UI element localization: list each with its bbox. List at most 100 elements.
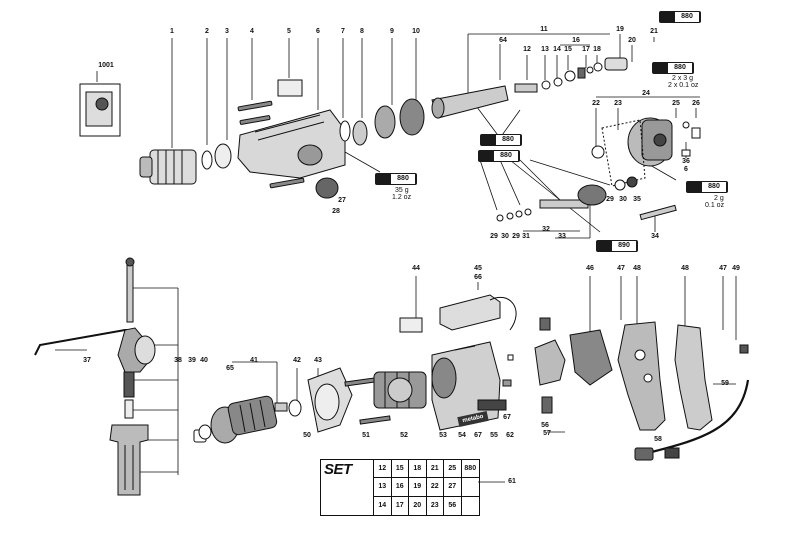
callout-33: 33 <box>558 233 566 240</box>
callout-9: 9 <box>390 28 394 35</box>
callout-37: 37 <box>83 357 91 364</box>
grease-note-2x01oz: 2 x 0.1 oz <box>668 82 699 89</box>
callout-23: 23 <box>614 100 622 107</box>
grease-note-35g: 35 g <box>395 187 409 194</box>
grease-tube-880-b: 880 <box>652 62 694 74</box>
callout-11: 11 <box>540 26 548 33</box>
set-cell: 23 <box>427 496 444 515</box>
field-coil-part <box>373 371 427 409</box>
grease-tube-890: 890 <box>596 240 638 252</box>
callout-34: 34 <box>651 233 659 240</box>
shaft-assembly-part <box>496 176 638 222</box>
callout-62: 62 <box>506 432 514 439</box>
callout-14: 14 <box>553 46 561 53</box>
set-cell: 19 <box>409 478 427 497</box>
set-cell: 56 <box>444 496 462 515</box>
callout-45: 45 <box>474 265 482 272</box>
callout-24: 24 <box>642 90 650 97</box>
armature-part <box>193 395 302 444</box>
callout-51: 51 <box>362 432 370 439</box>
grease-note-2g: 2 g <box>714 195 724 202</box>
callout-26: 26 <box>692 100 700 107</box>
callout-41: 41 <box>250 357 258 364</box>
callout-47: 47 <box>617 265 625 272</box>
grease-tube-880-d: 880 <box>480 134 522 146</box>
callout-43: 43 <box>314 357 322 364</box>
callout-48b: 48 <box>681 265 689 272</box>
callout-8: 8 <box>360 28 364 35</box>
set-cell: 22 <box>426 478 444 497</box>
bearing-housing-part <box>627 117 673 167</box>
callout-36: 36 <box>682 158 690 165</box>
set-cell: 12 <box>374 460 392 479</box>
handle-shell-left <box>617 321 666 431</box>
callout-67: 67 <box>474 432 482 439</box>
callout-59: 59 <box>721 380 729 387</box>
callout-10: 10 <box>412 28 420 35</box>
set-cell: 25 <box>444 460 462 479</box>
cover-part <box>439 294 501 331</box>
callout-54: 54 <box>458 432 466 439</box>
callout-17: 17 <box>582 46 590 53</box>
set-table: SET 12 15 18 21 25 880 13 16 19 22 27 14… <box>320 459 480 516</box>
callout-66: 66 <box>474 274 482 281</box>
set-cell: 27 <box>444 478 462 497</box>
callout-6: 6 <box>316 28 320 35</box>
callout-64: 64 <box>499 37 507 44</box>
callout-52: 52 <box>400 432 408 439</box>
callout-40: 40 <box>200 357 208 364</box>
set-cell: 21 <box>426 460 444 479</box>
set-grid: 12 15 18 21 25 880 13 16 19 22 27 14 17 … <box>374 460 479 515</box>
grease-tube-880-e: 880 <box>478 150 520 162</box>
callout-44: 44 <box>412 265 420 272</box>
callout-32: 32 <box>542 226 550 233</box>
grease-note-2x3g: 2 x 3 g <box>672 75 694 82</box>
callout-38: 38 <box>174 357 182 364</box>
callout-19: 19 <box>616 26 624 33</box>
grease-note-12oz: 1.2 oz <box>392 194 412 201</box>
set-cell: 14 <box>374 496 392 515</box>
set-title: SET <box>324 461 352 478</box>
grease-tube-880-a: 880 <box>659 11 701 23</box>
callout-30: 30 <box>619 196 627 203</box>
set-cell: 17 <box>392 496 409 515</box>
callout-2: 2 <box>205 28 209 35</box>
gear-housing-part <box>237 109 346 179</box>
grease-tube-880-f: 880 <box>686 181 728 193</box>
set-cell: 880 <box>461 460 479 479</box>
callout-12: 12 <box>523 46 531 53</box>
callout-49: 49 <box>732 265 740 272</box>
set-cell: 15 <box>391 460 409 479</box>
callout-13: 13 <box>541 46 549 53</box>
grease-note-01oz: 0.1 oz <box>705 202 725 209</box>
callout-46: 46 <box>586 265 594 272</box>
callout-61: 61 <box>508 478 516 485</box>
callout-57: 57 <box>543 430 551 437</box>
callout-29c: 29 <box>512 233 520 240</box>
callout-18: 18 <box>593 46 601 53</box>
callout-7: 7 <box>341 28 345 35</box>
grease-tube-880-c: 880 <box>375 173 417 185</box>
callout-5: 5 <box>287 28 291 35</box>
callout-56: 56 <box>541 422 549 429</box>
callout-28: 28 <box>332 208 340 215</box>
callout-6b: 6 <box>684 166 688 173</box>
callout-42: 42 <box>293 357 301 364</box>
callout-20: 20 <box>628 37 636 44</box>
callout-29: 29 <box>606 196 614 203</box>
callout-55: 55 <box>490 432 498 439</box>
callout-16: 16 <box>572 37 580 44</box>
callout-48: 48 <box>633 265 641 272</box>
callout-30b: 30 <box>501 233 509 240</box>
callout-47b: 47 <box>719 265 727 272</box>
set-cell <box>461 478 479 497</box>
callout-1: 1 <box>170 28 174 35</box>
set-logo: SET <box>321 460 374 515</box>
callout-21: 21 <box>650 28 658 35</box>
callout-65: 65 <box>226 365 234 372</box>
callout-58: 58 <box>654 436 662 443</box>
callout-29b: 29 <box>490 233 498 240</box>
set-cell: 13 <box>374 478 392 497</box>
callout-35: 35 <box>633 196 641 203</box>
